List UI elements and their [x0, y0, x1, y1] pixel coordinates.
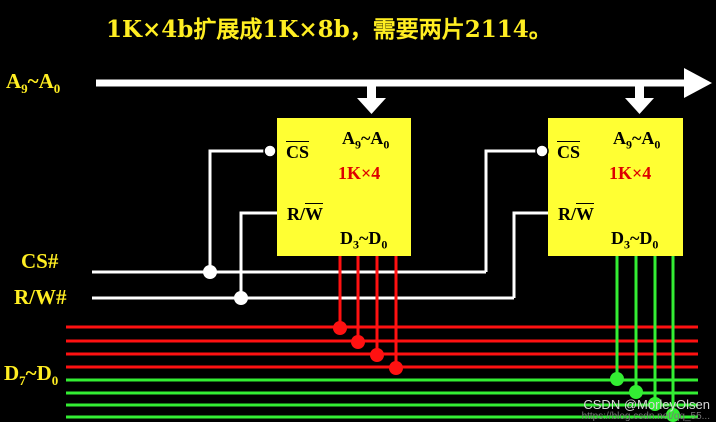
- data-bus-label: D7~D0: [4, 361, 59, 389]
- data-bus-green: [66, 256, 698, 419]
- watermark-url: https://blog.csdn.net/qq_55...: [581, 411, 710, 422]
- chip1-address-arrow: [357, 86, 386, 114]
- chip2-address-label: A9~A0: [613, 128, 661, 152]
- diagram-title: 1K×4b扩展成1K×8b，需要两片2114。: [106, 16, 552, 43]
- cs-line: [92, 149, 536, 274]
- rw-line: [92, 211, 548, 300]
- chip2-capacity: 1K×4: [609, 163, 652, 183]
- chip2-address-arrow: [625, 86, 654, 114]
- chip1-data-label: D3~D0: [340, 228, 388, 252]
- chip2-cs-label: CS: [557, 142, 581, 162]
- rw-junction-dot: [234, 291, 248, 305]
- red-junction-dots: [333, 321, 403, 375]
- rw-label: R/W#: [14, 285, 67, 309]
- chip2-rw-label: R/W: [558, 204, 594, 224]
- address-bus-label: A9~A0: [6, 69, 61, 97]
- cs-label: CS#: [21, 249, 59, 273]
- chip1-rw-label: R/W: [287, 204, 323, 224]
- chip2-cs-bubble: [535, 144, 549, 158]
- green-junction-dots: [610, 372, 680, 422]
- chip2-box: [548, 118, 683, 256]
- chip1-cs-label: CS: [286, 142, 310, 162]
- chip1-cs-bubble: [263, 144, 277, 158]
- watermark-text: CSDN @MorleyOlsen: [583, 397, 710, 412]
- chip1-box: [277, 118, 411, 256]
- chip2-data-label: D3~D0: [611, 228, 659, 252]
- chip1-capacity: 1K×4: [338, 163, 381, 183]
- address-bus-arrow: [96, 68, 712, 98]
- chip1-address-label: A9~A0: [342, 128, 390, 152]
- cs-junction-dot: [203, 265, 217, 279]
